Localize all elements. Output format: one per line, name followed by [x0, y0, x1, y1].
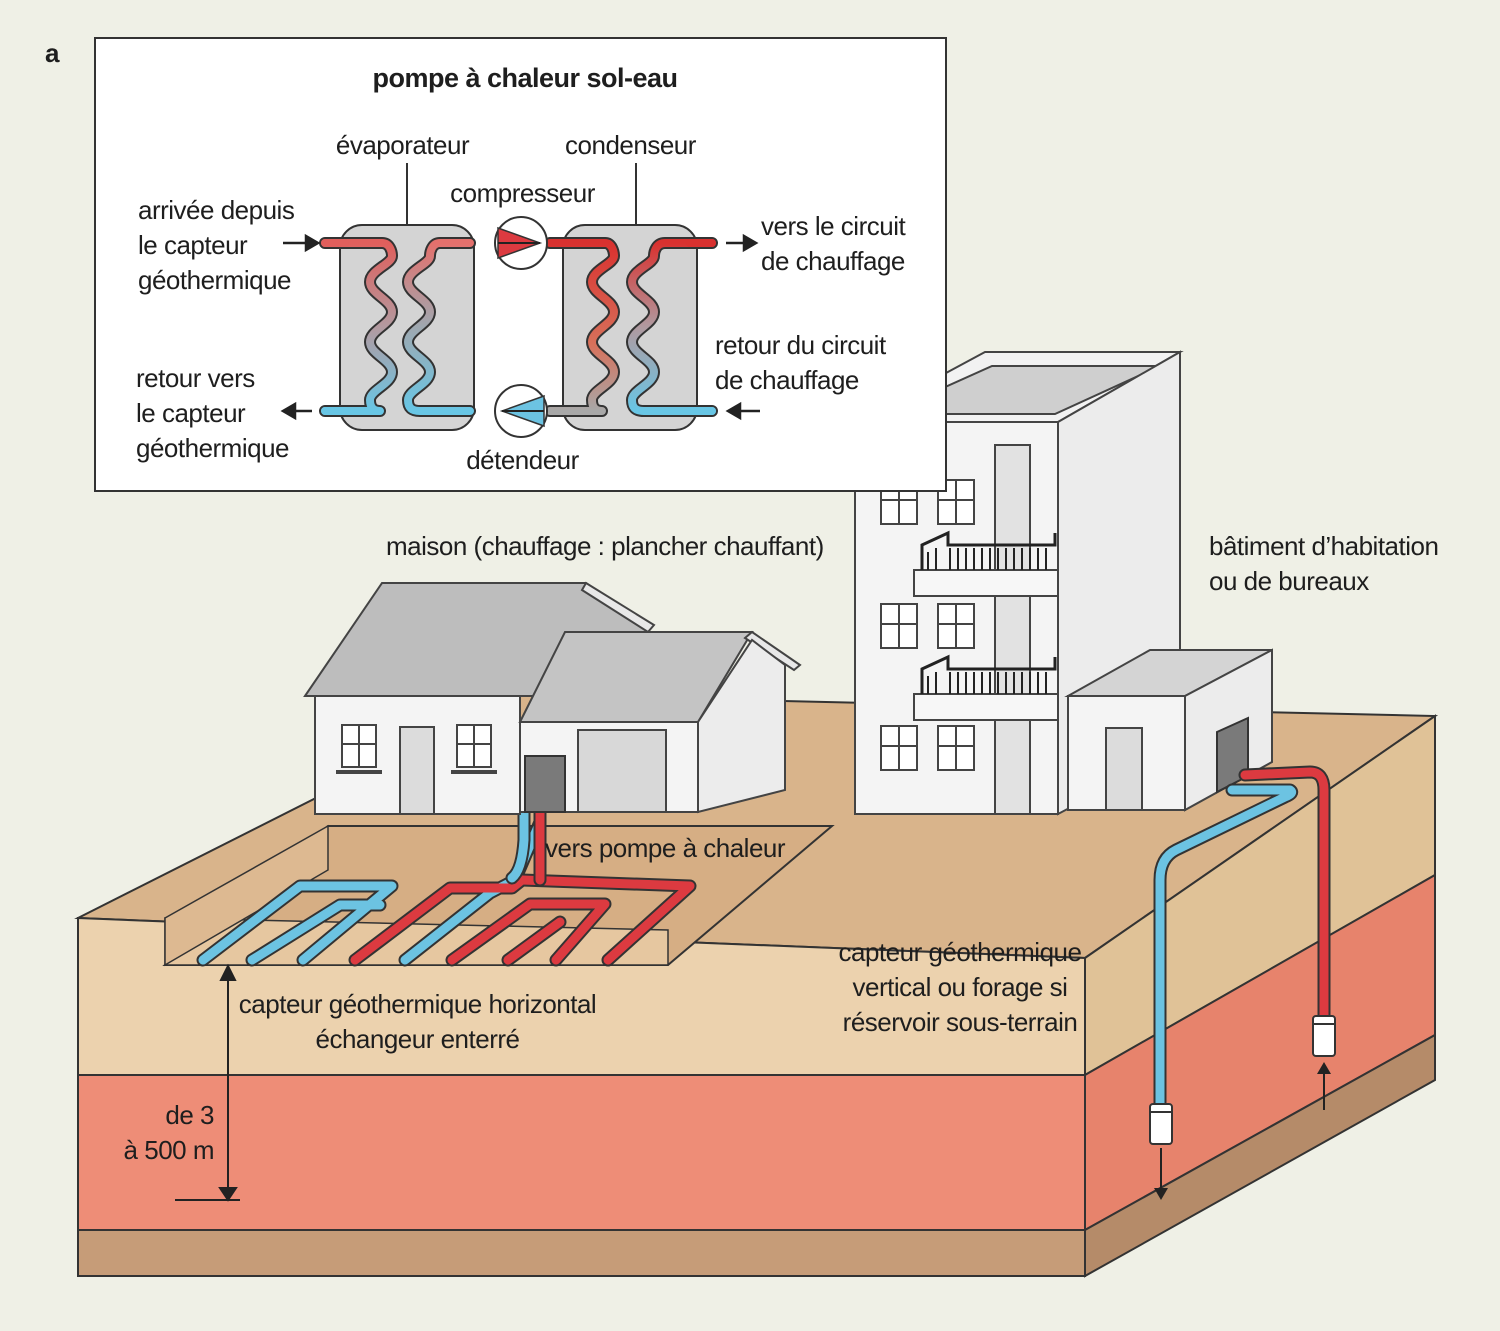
compressor-label: compresseur: [450, 178, 595, 208]
annex-door: [1105, 727, 1143, 811]
vertical-collector-label: capteur géothermique vertical ou forage …: [838, 937, 1082, 1037]
inset-flow-arrows: [280, 233, 760, 421]
condenser-label: condenseur: [565, 130, 696, 160]
building-recess: [994, 444, 1031, 815]
inset-title: pompe à chaleur sol-eau: [372, 63, 678, 93]
house-windows: [336, 724, 497, 774]
riser-pipes-house: [505, 803, 547, 887]
compressor-symbol: [494, 216, 548, 270]
to-heating-circuit-label: vers le circuit de chauffage: [761, 211, 906, 276]
soil-layer-bottom-front: [77, 1229, 1086, 1277]
house: [303, 581, 802, 815]
house-heat-pump-unit: [524, 755, 566, 813]
to-heat-pump-label: vers pompe à chaleur: [545, 833, 786, 863]
return-from-heating-label: retour du circuit de chauffage: [715, 330, 886, 395]
vertical-collector-pipes: [1153, 765, 1331, 1117]
building-label: bâtiment d’habitation ou de bureaux: [1209, 531, 1439, 596]
depth-dimension: [175, 963, 240, 1202]
expansion-valve-label: détendeur: [466, 445, 579, 475]
garage-roof-edge: [743, 630, 802, 672]
garage-door: [577, 729, 667, 813]
trench-left-wall: [164, 824, 329, 967]
heat-pump-circuit: [319, 237, 718, 417]
horizontal-collector-pipes: [196, 815, 697, 967]
inlet-from-collector-label: arrivée depuis le capteur géothermique: [138, 195, 295, 295]
horizontal-collector-label: capteur géothermique horizontal échangeu…: [238, 989, 597, 1054]
evaporator-label: évaporateur: [335, 130, 470, 160]
soil-layer-bottom-side: [1084, 1033, 1436, 1278]
depth-label: de 3 à 500 m: [123, 1100, 215, 1165]
expansion-valve-symbol: [494, 384, 548, 438]
borehole-probes: [1149, 1015, 1336, 1200]
building-balconies: [913, 530, 1059, 721]
building-windows: [880, 479, 975, 771]
house-door: [399, 726, 435, 815]
return-to-collector-label: retour vers le capteur géothermique: [136, 363, 290, 463]
house-label: maison (chauffage : plancher chauffant): [386, 531, 824, 561]
soil-layer-red-front: [77, 1074, 1086, 1231]
panel-letter: a: [45, 38, 59, 68]
